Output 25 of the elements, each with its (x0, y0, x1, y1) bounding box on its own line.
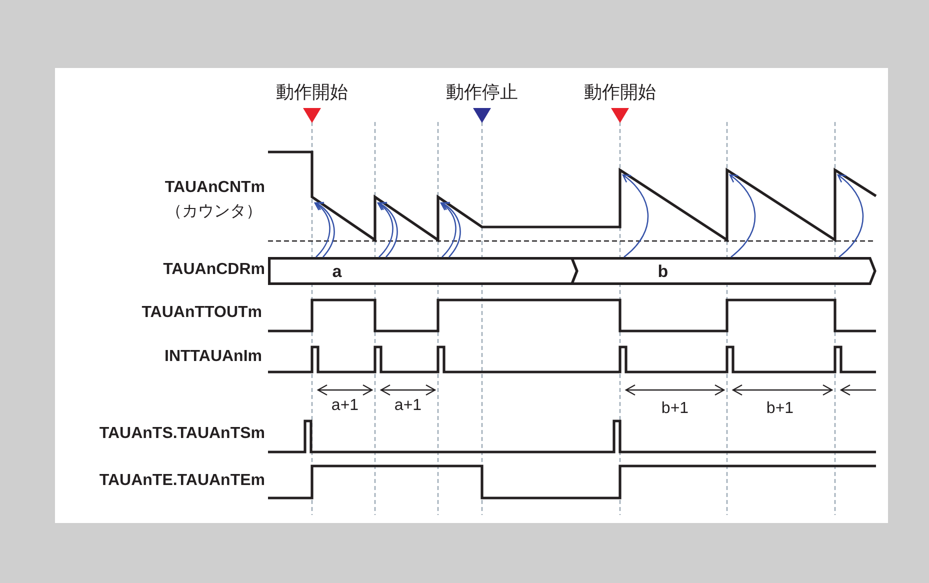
bus-segment: b (572, 257, 876, 285)
reload-arrow (441, 202, 461, 258)
signal-label: TAUAnTTOUTm (142, 305, 262, 321)
signal-label: （カウンタ） (166, 204, 262, 220)
reload-arrow (314, 202, 330, 258)
dimension-label: b+1 (661, 401, 689, 417)
signal-label: TAUAnCDRm (163, 262, 265, 278)
reload-arrow (378, 202, 398, 258)
dimension-label: b+1 (766, 401, 794, 417)
reload-arrow (377, 202, 394, 258)
reload-arrow (837, 174, 864, 258)
dimension-label: a+1 (331, 398, 359, 414)
signal-label: TAUAnTS.TAUAnTSm (99, 426, 265, 442)
reload-arrow (729, 174, 756, 258)
reload-arrow (315, 202, 335, 258)
bus-segment: a (268, 257, 578, 285)
signal-label: TAUAnCNTm (164, 180, 265, 196)
reload-arrow (622, 174, 649, 258)
event-label: 動作停止 (446, 83, 518, 101)
event-label: 動作開始 (276, 83, 348, 101)
signal-label: TAUAnTE.TAUAnTEm (99, 473, 265, 489)
signal-label: INTTAUAnIm (164, 349, 262, 365)
event-label: 動作開始 (584, 83, 656, 101)
reload-arrow (440, 202, 456, 258)
dimension-label: a+1 (394, 398, 422, 414)
